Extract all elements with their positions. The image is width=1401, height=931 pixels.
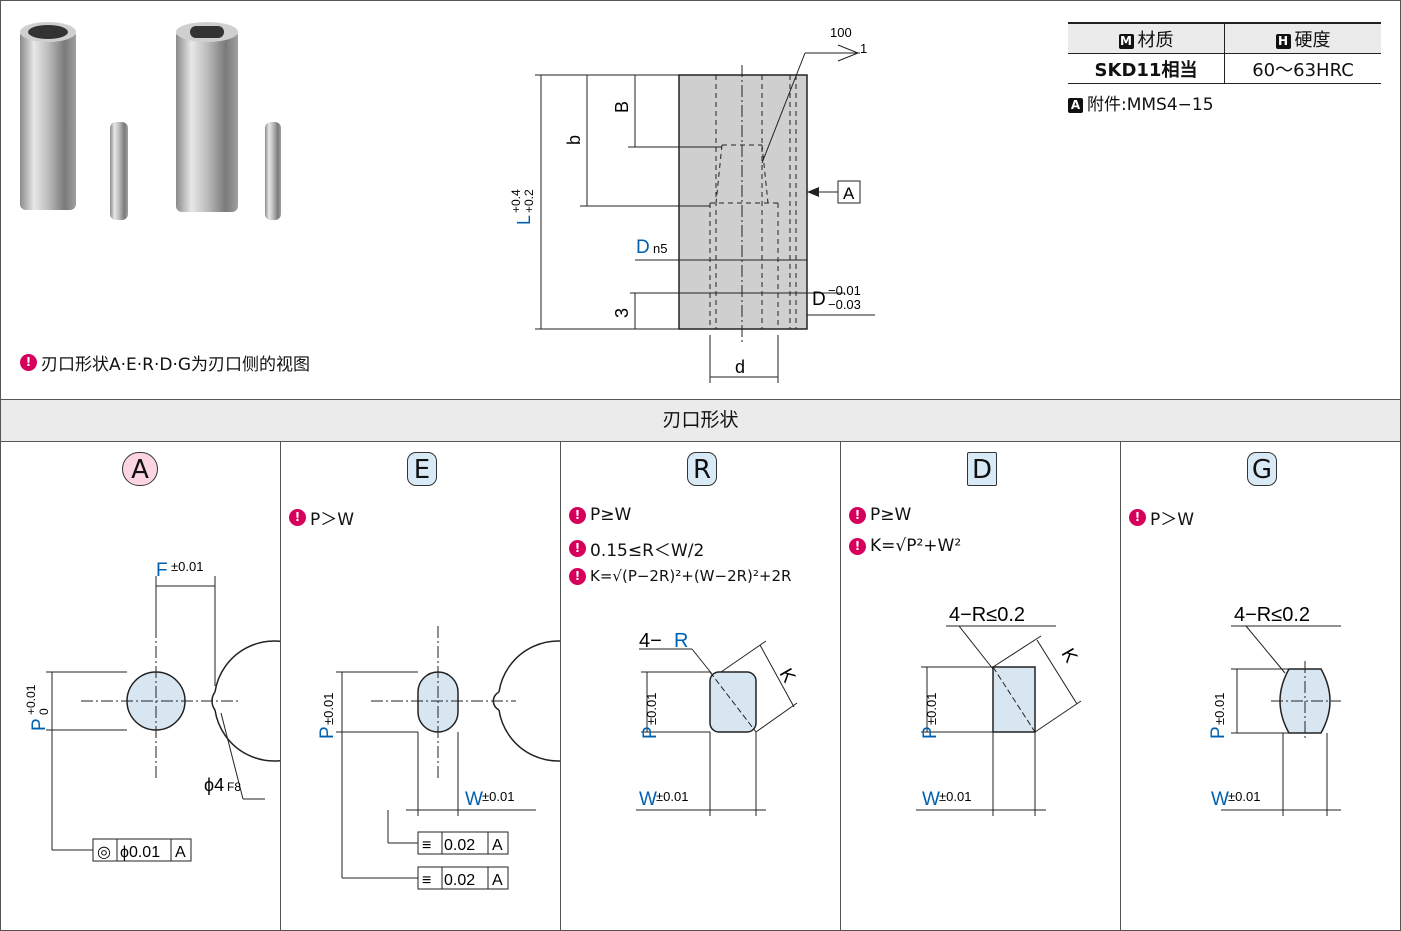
tol-P-lower: 0 bbox=[37, 708, 51, 715]
hardness-value: 60～63HRC bbox=[1224, 53, 1381, 84]
dim-K-R: K bbox=[775, 665, 800, 687]
tol-P-R: ±0.01 bbox=[644, 693, 659, 725]
symmetry-symbol: ≡ bbox=[422, 872, 431, 889]
bushing-photo-oval bbox=[176, 22, 238, 212]
tol-D-lower: −0.03 bbox=[828, 297, 861, 312]
tol-P-G: ±0.01 bbox=[1212, 693, 1227, 725]
dim-3: 3 bbox=[612, 308, 632, 318]
tol-phi4: F8 bbox=[227, 780, 241, 794]
note-E-1: !P＞W bbox=[289, 505, 354, 530]
material-value: SKD11相当 bbox=[1068, 53, 1225, 84]
dim-P-E: P bbox=[317, 726, 338, 739]
note-G-1: !P＞W bbox=[1129, 505, 1194, 530]
note-R-3: !K=√(P−2R)²+(W−2R)²+2R bbox=[569, 567, 791, 585]
section-title: 刃口形状 bbox=[1, 399, 1400, 442]
dim-D2: D bbox=[812, 289, 826, 310]
dim-b: b bbox=[564, 135, 584, 145]
dim-D: D bbox=[636, 237, 650, 258]
dim-phi4: ϕ4 bbox=[204, 775, 224, 795]
dim-R-G: 4−R≤0.2 bbox=[1234, 604, 1310, 626]
note-D-2: !K=√P²+W² bbox=[849, 536, 961, 556]
product-photos bbox=[20, 22, 281, 220]
dim-W-G: W bbox=[1211, 789, 1229, 810]
tol-P-upper: +0.01 bbox=[24, 684, 38, 715]
info-pin-icon: ! bbox=[1129, 509, 1146, 526]
shape-A-drawing: F ±0.01 P +0.01 0 ϕ4 F8 ◎ ϕ0.01 A bbox=[24, 559, 280, 862]
note-D-1: !P≥W bbox=[849, 505, 911, 525]
fcf-datum-A: A bbox=[175, 844, 186, 861]
dim-P-A: P bbox=[29, 718, 50, 731]
fcf2-value: 0.02 bbox=[444, 872, 475, 889]
tol-Dn5: n5 bbox=[653, 241, 667, 256]
dim-W-D: W bbox=[922, 789, 940, 810]
concentricity-symbol: ◎ bbox=[97, 844, 111, 861]
dim-P-R: P bbox=[640, 726, 661, 739]
shape-column-R bbox=[561, 441, 841, 930]
dim-K-D: K bbox=[1057, 645, 1082, 667]
tol-L-lower: +0.2 bbox=[522, 189, 536, 213]
shape-column-A bbox=[1, 441, 281, 930]
shape-D-drawing: 4−R≤0.2 K P ±0.01 W ±0.01 bbox=[916, 604, 1082, 816]
info-pin-icon: ! bbox=[849, 506, 866, 524]
dim-R-prefix: 4− bbox=[639, 630, 662, 652]
pin-photo-2 bbox=[265, 122, 281, 220]
tol-W-G: ±0.01 bbox=[1228, 789, 1260, 804]
main-drawing: 100 1 A B b L +0.4 +0.2 D n5 D −0.01 −0.… bbox=[509, 25, 875, 383]
dim-L: L bbox=[514, 215, 534, 225]
note-R-1: !P≥W bbox=[569, 505, 631, 525]
dim-W-E: W bbox=[465, 789, 483, 810]
info-pin-icon: ! bbox=[569, 540, 586, 557]
datum-a: A bbox=[843, 184, 855, 203]
shape-label-A: A bbox=[122, 452, 158, 486]
shape-E-drawing: P ±0.01 W ±0.01 ≡ 0.02 A ≡ 0.02 A bbox=[317, 626, 560, 890]
tol-W-D: ±0.01 bbox=[939, 789, 971, 804]
shape-G-drawing: 4−R≤0.2 P ±0.01 W ±0.01 bbox=[1208, 604, 1341, 816]
tol-D-upper: −0.01 bbox=[828, 283, 861, 298]
roughness-top: 100 bbox=[830, 25, 852, 40]
roughness-bottom: 1 bbox=[860, 41, 867, 56]
bushing-photo-round bbox=[20, 22, 76, 210]
dim-R-D: 4−R≤0.2 bbox=[949, 604, 1025, 626]
shape-label-D: D bbox=[967, 452, 997, 486]
dim-F: F bbox=[156, 560, 168, 581]
fcf1-value: 0.02 bbox=[444, 837, 475, 854]
info-pin-icon: ! bbox=[20, 354, 37, 371]
info-pin-icon: ! bbox=[569, 567, 586, 585]
tol-P-D: ±0.01 bbox=[924, 693, 939, 725]
shape-column-D bbox=[841, 441, 1121, 930]
tol-L-upper: +0.4 bbox=[509, 189, 523, 213]
fcf2-datum: A bbox=[492, 872, 503, 889]
shape-label-R: R bbox=[687, 452, 717, 486]
tol-P-E: ±0.01 bbox=[321, 693, 336, 725]
info-pin-icon: ! bbox=[849, 537, 866, 555]
tol-W-E: ±0.01 bbox=[482, 789, 514, 804]
dim-P-D: P bbox=[920, 726, 941, 739]
fcf1-datum: A bbox=[492, 837, 503, 854]
info-pin-icon: ! bbox=[569, 506, 586, 524]
fcf-value-A: ϕ0.01 bbox=[120, 844, 160, 861]
shape-R-drawing: 4− R K P ±0.01 W ±0.01 bbox=[636, 630, 800, 816]
shape-column-E bbox=[281, 441, 561, 930]
info-pin-icon: ! bbox=[289, 509, 306, 526]
dim-W-R: W bbox=[639, 789, 657, 810]
pin-photo-1 bbox=[110, 122, 128, 220]
dim-P-G: P bbox=[1208, 726, 1229, 739]
dim-B: B bbox=[612, 101, 632, 113]
tol-F: ±0.01 bbox=[171, 559, 203, 574]
shape-label-G: G bbox=[1247, 452, 1277, 486]
top-note: !刃口形状A·E·R·D·G为刃口侧的视图 bbox=[20, 350, 310, 375]
symmetry-symbol: ≡ bbox=[422, 837, 431, 854]
dim-R: R bbox=[674, 630, 688, 652]
note-R-2: !0.15≤R＜W/2 bbox=[569, 536, 704, 561]
dim-d: d bbox=[735, 357, 745, 377]
tol-W-R: ±0.01 bbox=[656, 789, 688, 804]
shape-label-E: E bbox=[407, 452, 437, 486]
